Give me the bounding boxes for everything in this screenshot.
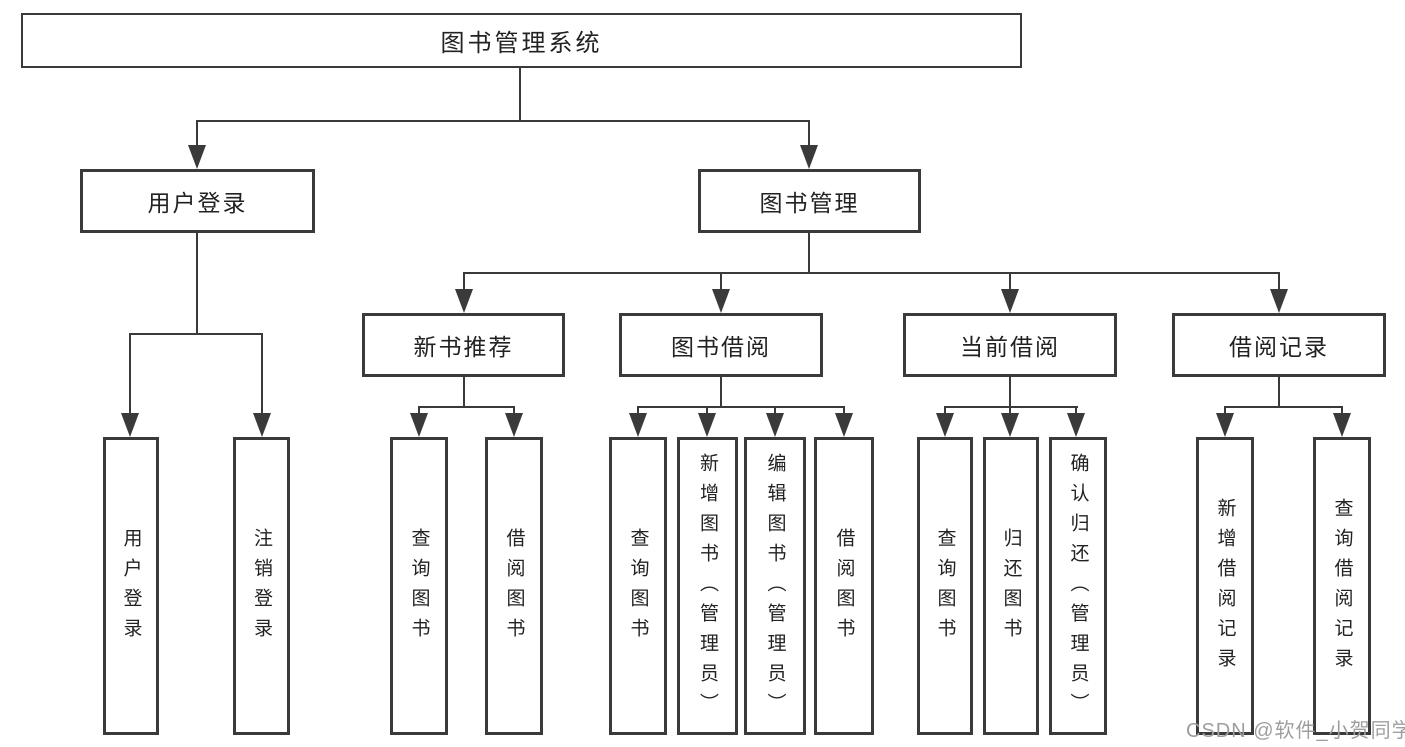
connector-arrow-down xyxy=(253,333,271,437)
connector-arrow-down xyxy=(835,406,853,437)
connector-arrow-down xyxy=(1216,406,1234,437)
connector-arrow-down xyxy=(188,120,206,169)
connector-line xyxy=(196,120,810,122)
leaf-logout: 注销登录 xyxy=(233,437,290,735)
leaf-query-books: 查询图书 xyxy=(917,437,973,735)
connector-line xyxy=(637,406,845,408)
connector-line xyxy=(196,233,198,333)
connector-line xyxy=(463,272,1280,274)
leaf-user-login: 用户登录 xyxy=(103,437,159,735)
leaf-confirm-return-admin: 确认归还（管理员） xyxy=(1049,437,1107,735)
leaf-borrow-books: 借阅图书 xyxy=(485,437,543,735)
connector-arrow-down xyxy=(698,406,716,437)
connector-arrow-down xyxy=(121,333,139,437)
node-current-borrowing: 当前借阅 xyxy=(903,313,1117,377)
connector-arrow-down xyxy=(1333,406,1351,437)
connector-arrow-down xyxy=(629,406,647,437)
connector-arrow-down xyxy=(505,406,523,437)
leaf-edit-book-admin: 编辑图书（管理员） xyxy=(744,437,806,735)
connector-line xyxy=(944,406,1078,408)
connector-line xyxy=(720,377,722,406)
node-user-login: 用户登录 xyxy=(80,169,315,233)
connector-line xyxy=(1224,406,1343,408)
leaf-query-books: 查询图书 xyxy=(609,437,667,735)
connector-line xyxy=(129,333,263,335)
connector-arrow-down xyxy=(800,120,818,169)
connector-line xyxy=(519,68,521,120)
connector-line xyxy=(1009,377,1011,406)
leaf-return-books: 归还图书 xyxy=(983,437,1039,735)
node-library-management-system: 图书管理系统 xyxy=(21,13,1022,68)
connector-line xyxy=(463,377,465,406)
connector-arrow-down xyxy=(712,272,730,313)
connector-line xyxy=(418,406,515,408)
connector-arrow-down xyxy=(766,406,784,437)
connector-arrow-down xyxy=(455,272,473,313)
leaf-query-books: 查询图书 xyxy=(390,437,448,735)
leaf-borrow-books: 借阅图书 xyxy=(814,437,874,735)
connector-line xyxy=(1278,377,1280,406)
node-new-book-recommendation: 新书推荐 xyxy=(362,313,565,377)
leaf-add-book-admin: 新增图书（管理员） xyxy=(677,437,738,735)
connector-arrow-down xyxy=(1001,272,1019,313)
connector-arrow-down xyxy=(410,406,428,437)
node-book-management: 图书管理 xyxy=(698,169,921,233)
node-book-borrowing: 图书借阅 xyxy=(619,313,823,377)
leaf-query-borrow-records: 查询借阅记录 xyxy=(1313,437,1371,735)
connector-arrow-down xyxy=(1067,406,1085,437)
leaf-add-borrow-record: 新增借阅记录 xyxy=(1196,437,1254,735)
connector-arrow-down xyxy=(1270,272,1288,313)
connector-line xyxy=(808,233,810,272)
watermark-text: CSDN @软件_小贺同学 xyxy=(1186,720,1405,742)
node-borrowing-records: 借阅记录 xyxy=(1172,313,1386,377)
connector-arrow-down xyxy=(936,406,954,437)
connector-arrow-down xyxy=(1001,406,1019,437)
